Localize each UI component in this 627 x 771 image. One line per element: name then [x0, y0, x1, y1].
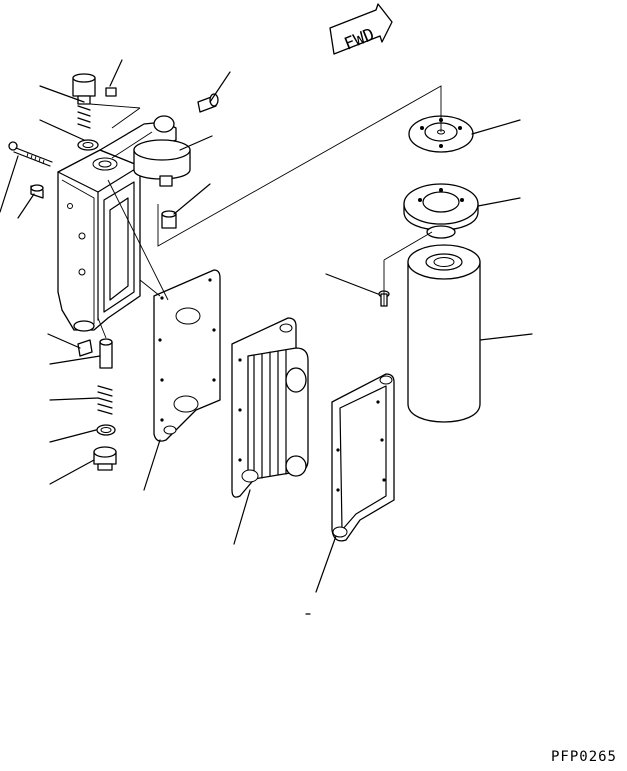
bypass-valve	[100, 339, 112, 368]
oil-cooler-housing	[58, 150, 140, 331]
cooler-gasket-cover-side	[332, 374, 394, 541]
oil-filter-cartridge	[408, 245, 480, 422]
cooler-gasket-housing-side	[154, 270, 220, 441]
filter-head-plate	[404, 184, 478, 238]
small-screw	[106, 88, 116, 96]
relief-valve-spring	[78, 106, 90, 128]
drawing-code: PFP0265	[550, 749, 617, 765]
bypass-plug	[94, 447, 116, 470]
filter-sleeve	[162, 211, 176, 228]
long-bolt	[9, 142, 52, 166]
oil-cooler-core	[232, 318, 308, 497]
filter-head-plug	[198, 94, 218, 112]
bypass-cap	[78, 340, 92, 356]
assembly-lines	[90, 86, 441, 338]
bypass-spring	[98, 386, 112, 414]
filter-head	[100, 116, 190, 186]
fwd-arrow-icon: FWD	[330, 4, 392, 55]
leader-lines	[0, 60, 532, 614]
